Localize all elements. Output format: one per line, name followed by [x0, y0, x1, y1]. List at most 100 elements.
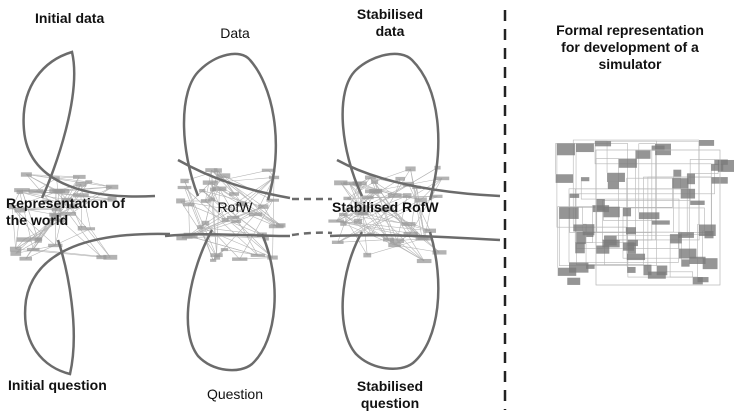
network-node [221, 248, 228, 251]
network-node [371, 179, 378, 184]
network-node [363, 253, 371, 258]
stabilised-question-label: Stabilised question [340, 378, 440, 412]
formal-box [639, 212, 660, 219]
formal-box [655, 144, 671, 156]
network-node [176, 198, 185, 203]
formal-box [652, 220, 670, 224]
network-node [214, 168, 222, 172]
network-node [19, 257, 32, 261]
formal-box [627, 267, 635, 273]
formal-box [573, 224, 583, 231]
network-node [197, 225, 203, 229]
formal-box [703, 258, 718, 269]
stabilised-question-loop [343, 232, 439, 369]
formal-box [575, 242, 585, 253]
network-node [76, 182, 87, 187]
formal-box [693, 277, 703, 284]
network-node [435, 177, 449, 181]
formal-box [556, 174, 573, 183]
question-label: Question [195, 386, 275, 403]
network-node [395, 177, 405, 181]
formal-box [577, 232, 586, 244]
network-node [73, 175, 86, 179]
network-node [403, 193, 412, 198]
network-node [10, 251, 21, 256]
network-node [180, 179, 188, 183]
network-node [388, 243, 400, 247]
formal-box [557, 143, 575, 155]
network-node [405, 166, 415, 171]
formal-box [627, 254, 645, 260]
initial-data-loop [24, 52, 155, 198]
network-node [227, 216, 239, 219]
network-node [417, 259, 432, 263]
representation-of-world-label: Representation of the world [6, 195, 146, 229]
network-edge [189, 205, 190, 235]
question-loop [188, 230, 275, 370]
formal-box [623, 208, 631, 216]
formal-box [604, 236, 616, 246]
network-node [52, 190, 65, 193]
formal-connector [595, 141, 711, 164]
formal-representation-graph [556, 140, 734, 285]
network-node [106, 185, 118, 190]
network-node [85, 180, 92, 183]
formal-box [715, 159, 728, 164]
network-node [390, 238, 404, 243]
formal-box [608, 182, 619, 189]
formal-box [679, 249, 696, 259]
formal-box [607, 173, 625, 182]
formal-box [672, 178, 688, 188]
formal-box [704, 231, 713, 238]
question-loop-cross [165, 234, 290, 236]
formal-box [636, 150, 651, 159]
network-node [251, 254, 265, 257]
formal-box [619, 159, 637, 168]
network-node [232, 257, 247, 260]
formal-box [570, 194, 579, 198]
network-edge [397, 241, 424, 261]
network-node [217, 173, 230, 178]
formal-box [558, 268, 576, 276]
network-node [96, 255, 106, 259]
stabilised-rofw-label: Stabilised RofW [332, 199, 439, 216]
formal-box [681, 189, 695, 199]
network-node [340, 221, 346, 226]
network-node [210, 253, 222, 257]
network-node [10, 247, 21, 252]
formal-box [674, 170, 682, 177]
formal-box [699, 140, 714, 146]
formal-box [595, 141, 611, 146]
formal-box [648, 272, 666, 279]
network-edge [90, 229, 110, 258]
network-node [14, 188, 30, 192]
dashed-connector-bottom [292, 233, 332, 235]
formal-box [681, 259, 689, 266]
formal-box [626, 227, 636, 234]
network-node [210, 188, 216, 192]
network-node [199, 189, 205, 192]
network-node [402, 222, 416, 226]
initial-question-label: Initial question [8, 377, 107, 394]
network-node [27, 248, 40, 251]
network-node [210, 259, 216, 262]
initial-data-label: Initial data [35, 10, 104, 27]
network-node [404, 232, 418, 235]
rofw-label: RofW [205, 199, 265, 216]
formal-box [678, 232, 694, 238]
network-node [202, 221, 210, 226]
formal-box [586, 233, 593, 237]
network-node [334, 180, 347, 185]
network-edge [375, 169, 411, 182]
network-node [16, 237, 31, 241]
formal-box [559, 207, 578, 219]
network-node [432, 195, 442, 198]
network-node [203, 180, 218, 184]
network-node [365, 189, 380, 193]
formal-box [586, 265, 595, 269]
network-node [388, 193, 402, 197]
network-node [231, 220, 241, 223]
network-node [29, 189, 44, 193]
formal-connector [681, 189, 690, 257]
